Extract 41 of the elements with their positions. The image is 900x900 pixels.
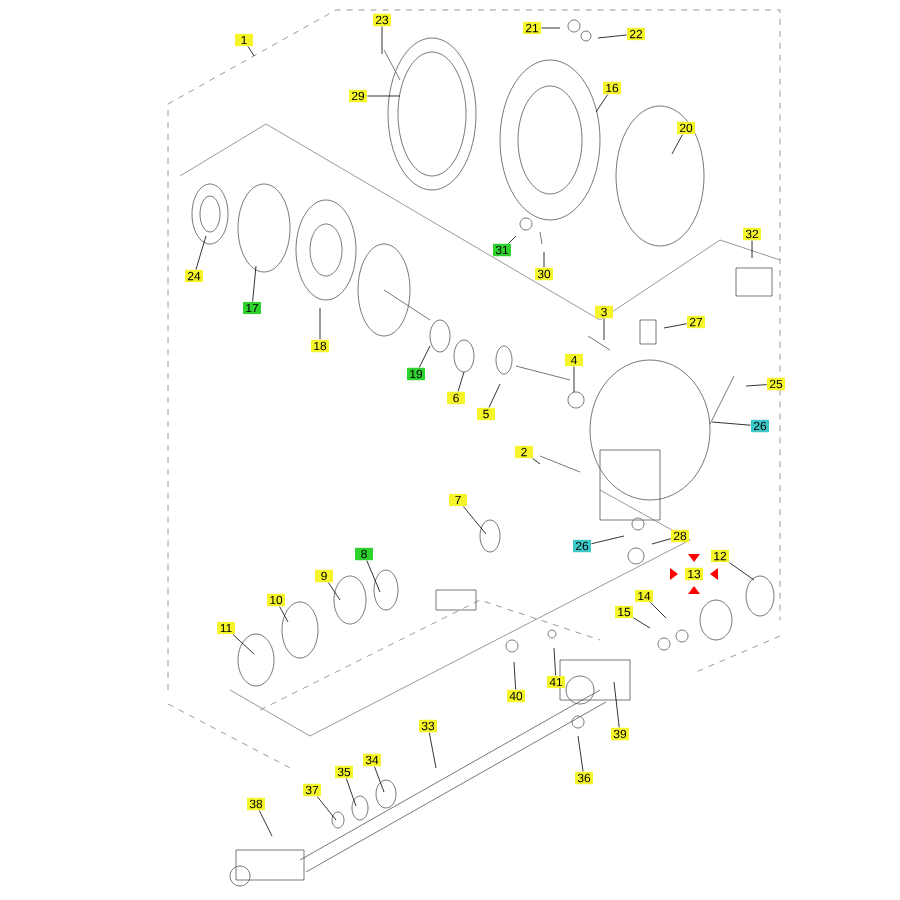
leader-line xyxy=(577,735,584,772)
leader-line xyxy=(671,134,683,155)
leader-line xyxy=(428,732,437,769)
leader-line xyxy=(633,617,651,629)
leader-line xyxy=(573,366,575,393)
leader-line xyxy=(258,810,273,837)
leader-line xyxy=(316,796,337,821)
leader-line xyxy=(613,681,620,728)
leader-line xyxy=(532,458,541,465)
leader-line xyxy=(232,634,255,655)
leader-line xyxy=(728,562,755,581)
leader-line xyxy=(553,647,557,676)
leader-line xyxy=(603,318,605,341)
leader-line xyxy=(543,251,545,268)
leader-line xyxy=(345,778,357,807)
leader-line xyxy=(541,27,561,29)
leader-line xyxy=(374,766,385,793)
leader-line xyxy=(328,582,341,601)
leader-line xyxy=(195,235,207,270)
leader-line xyxy=(457,371,465,392)
leader-line xyxy=(508,235,517,244)
leader-line xyxy=(366,560,381,593)
leader-line xyxy=(745,384,767,387)
leader-line xyxy=(591,535,625,545)
leader-line xyxy=(595,94,608,113)
leader-line xyxy=(513,661,516,690)
leader-line xyxy=(367,95,401,97)
leader-line xyxy=(381,26,383,55)
leader-line xyxy=(247,46,255,57)
leader-line xyxy=(663,323,687,329)
leader-line xyxy=(651,538,671,545)
leader-line xyxy=(751,240,753,259)
leader-line xyxy=(319,307,321,340)
leader-line xyxy=(462,506,487,535)
leader-line xyxy=(279,606,289,623)
leader-line xyxy=(711,421,751,426)
leader-line xyxy=(488,383,501,408)
leader-line xyxy=(418,345,431,368)
leader-line xyxy=(650,602,667,619)
leader-line xyxy=(252,265,257,302)
leader-line xyxy=(597,34,627,39)
